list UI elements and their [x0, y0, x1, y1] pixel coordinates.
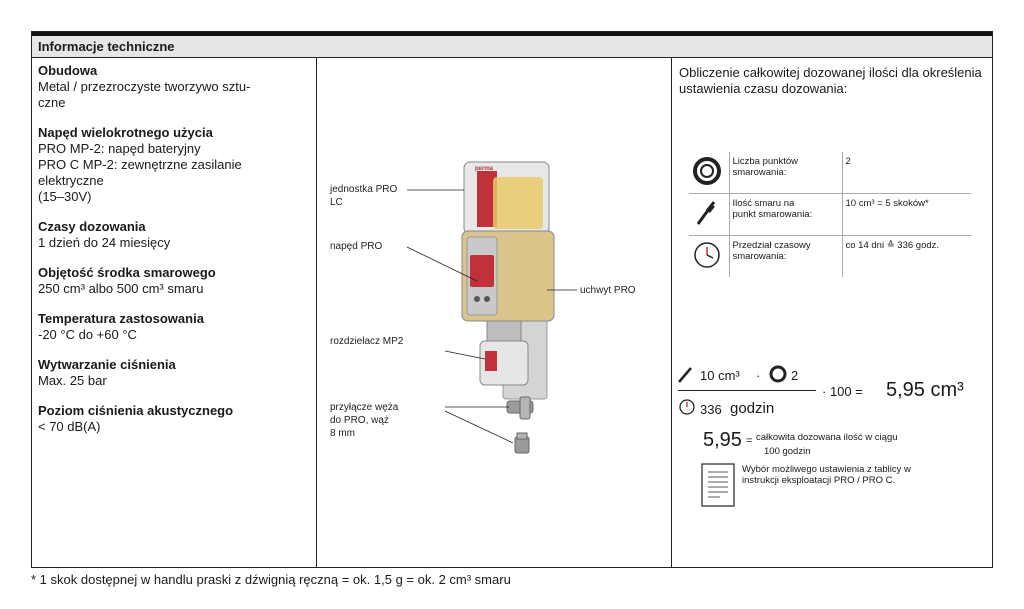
connector-2: [514, 432, 530, 454]
clock-icon: [689, 235, 730, 277]
callout-unit: jednostka PRO LC: [330, 184, 398, 208]
spec-line: elektryczne: [38, 173, 104, 188]
drive-button-1: [474, 296, 480, 302]
table-value: 10 cm³ = 5 skoków*: [842, 193, 971, 236]
drive-display: [470, 255, 494, 287]
tech-info-frame: Informacje techniczne Obudowa Metal / pr…: [31, 31, 993, 568]
spec-title: Temperatura zastosowania: [38, 311, 204, 326]
specs-column: Obudowa Metal / przezroczyste tworzywo s…: [38, 63, 308, 449]
callout-bracket: uchwyt PRO: [580, 285, 636, 296]
leader-drive: [406, 246, 478, 282]
fraction-bar: [678, 390, 816, 391]
leader-distributor: [444, 350, 486, 360]
product-illustration: perma: [317, 59, 670, 569]
column-divider-1: [316, 58, 317, 567]
formula-multiplier: · 100 =: [822, 384, 863, 399]
table-label: Liczba punktów smarowania:: [729, 152, 843, 194]
spec-temperature: Temperatura zastosowania -20 °C do +60 °…: [38, 311, 308, 343]
table-row: Liczba punktów smarowania: 2: [689, 152, 971, 194]
connector-1: [506, 396, 534, 420]
table-row: Ilość smaru na punkt smarowania: 10 cm³ …: [689, 193, 971, 236]
spec-line: 1 dzień do 24 miesięcy: [38, 235, 171, 250]
calculation-intro: Obliczenie całkowitej dozowanej ilości d…: [679, 65, 982, 96]
result-value: 5,95: [703, 429, 742, 451]
spec-noise: Poziom ciśnienia akustycznego < 70 dB(A): [38, 403, 308, 435]
table-label: Ilość smaru na punkt smarowania:: [729, 193, 843, 236]
top-rule: [32, 32, 992, 36]
device-drawing: perma: [406, 161, 577, 454]
leader-connector-2: [444, 410, 514, 444]
bearing-icon: [689, 152, 730, 194]
spec-volume: Objętość środka smarowego 250 cm³ albo 5…: [38, 265, 308, 297]
spec-line: Metal / przezroczyste tworzywo sztu-: [38, 79, 251, 94]
spec-line: (15–30V): [38, 189, 92, 204]
spec-line: PRO C MP-2: zewnętrzne zasilanie: [38, 157, 242, 172]
result-eq: =: [746, 435, 753, 447]
result-text-line2: 100 godzin: [764, 446, 811, 457]
formula-hours: 336: [700, 402, 722, 417]
drive-button-2: [484, 296, 490, 302]
table-label: Przedział czasowy smarowania:: [729, 235, 843, 277]
result-text-line1: całkowita dozowana ilość w ciągu: [756, 432, 898, 443]
grease-window-top: [493, 177, 543, 229]
table-row: Przedział czasowy smarowania: co 14 dni …: [689, 235, 971, 277]
formula-dot: ·: [756, 368, 761, 383]
callout-connector: przyłącze węża do PRO, wąż 8 mm: [330, 402, 399, 439]
spec-line: czne: [38, 95, 66, 110]
column-divider-2: [671, 58, 672, 567]
bearing-icon: [769, 365, 787, 383]
spec-drive: Napęd wielokrotnego użycia PRO MP-2: nap…: [38, 125, 308, 205]
table-value: co 14 dni ≙ 336 godz.: [842, 235, 971, 277]
page-title: Informacje techniczne: [38, 39, 175, 54]
spec-title: Poziom ciśnienia akustycznego: [38, 403, 234, 418]
spec-housing: Obudowa Metal / przezroczyste tworzywo s…: [38, 63, 308, 111]
spec-title: Obudowa: [38, 63, 98, 78]
formula-points: 2: [791, 368, 799, 383]
grease-gun-icon: [689, 193, 730, 236]
table-value: 2: [845, 156, 851, 167]
formula-result: 5,95 cm³: [886, 379, 964, 401]
grease-gun-icon: [678, 367, 692, 383]
spec-line: PRO MP-2: napęd bateryjny: [38, 141, 201, 156]
neck: [486, 320, 522, 342]
clock-icon: [679, 399, 695, 415]
brand-text: perma: [475, 166, 494, 172]
distributor-label: [485, 351, 497, 371]
formula-hours-unit: godzin: [730, 400, 775, 417]
calculation-column: Obliczenie całkowitej dozowanej ilości d…: [672, 59, 993, 569]
spec-title: Objętość środka smarowego: [38, 265, 216, 280]
spec-line: Max. 25 bar: [38, 373, 107, 388]
spec-title: Wytwarzanie ciśnienia: [38, 357, 176, 372]
spec-title: Napęd wielokrotnego użycia: [38, 125, 213, 140]
callout-distributor: rozdzielacz MP2: [330, 336, 404, 347]
spec-line: -20 °C do +60 °C: [38, 327, 137, 342]
formula-grease: 10 cm³: [700, 368, 740, 383]
document-icon: [701, 463, 735, 507]
spec-pressure: Wytwarzanie ciśnienia Max. 25 bar: [38, 357, 308, 389]
spec-dosing-times: Czasy dozowania 1 dzień do 24 miesięcy: [38, 219, 308, 251]
spec-line: 250 cm³ albo 500 cm³ smaru: [38, 281, 204, 296]
header-bar: Informacje techniczne: [32, 36, 992, 58]
calculation-table: Liczba punktów smarowania: 2 Ilość smaru…: [689, 152, 971, 277]
manual-note: Wybór możliwego ustawienia z tablicy w i…: [742, 464, 911, 486]
footnote: * 1 skok dostępnej w handlu praski z dźw…: [31, 572, 511, 587]
spec-title: Czasy dozowania: [38, 219, 146, 234]
callout-drive: napęd PRO: [330, 241, 383, 252]
spec-line: < 70 dB(A): [38, 419, 101, 434]
lc-unit-label: [477, 171, 497, 227]
